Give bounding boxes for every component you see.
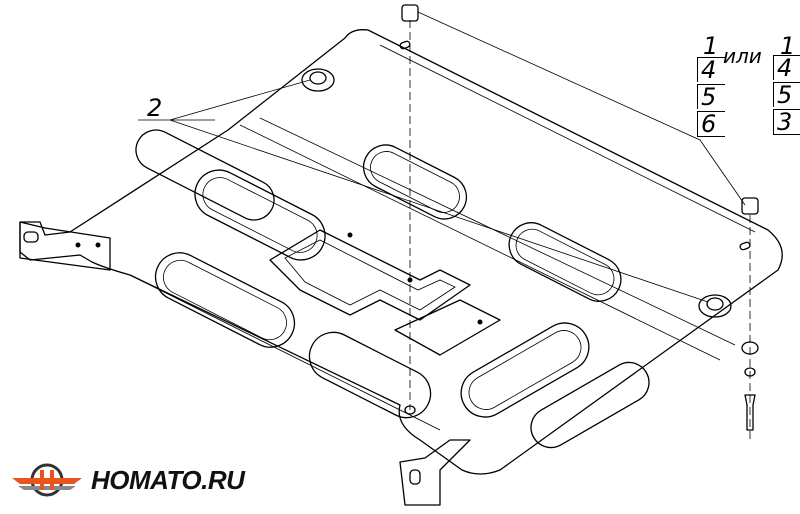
set-a-item: 4 <box>697 57 725 82</box>
skid-plate-outline <box>19 29 783 475</box>
fasteners <box>301 4 759 431</box>
set-b-item: 5 <box>773 82 800 107</box>
part-callout-2: 2 <box>147 94 163 122</box>
leader-lines <box>138 11 751 440</box>
set-b-item: 4 <box>773 55 800 80</box>
winged-wheel-icon <box>12 463 82 497</box>
set-a-item: 5 <box>697 84 725 109</box>
homato-logo: HOMATO.RU <box>10 462 245 498</box>
set-b-item: 3 <box>773 109 800 135</box>
logo-text: HOMATO.RU <box>91 464 245 495</box>
set-a-item: 6 <box>697 111 725 137</box>
slots <box>135 129 650 449</box>
separator-or: или <box>723 44 762 68</box>
side-flange-left <box>19 221 111 271</box>
set-b-item: 1 <box>780 32 796 60</box>
set-a-item: 1 <box>703 32 719 60</box>
side-flange-bottom <box>399 439 471 506</box>
